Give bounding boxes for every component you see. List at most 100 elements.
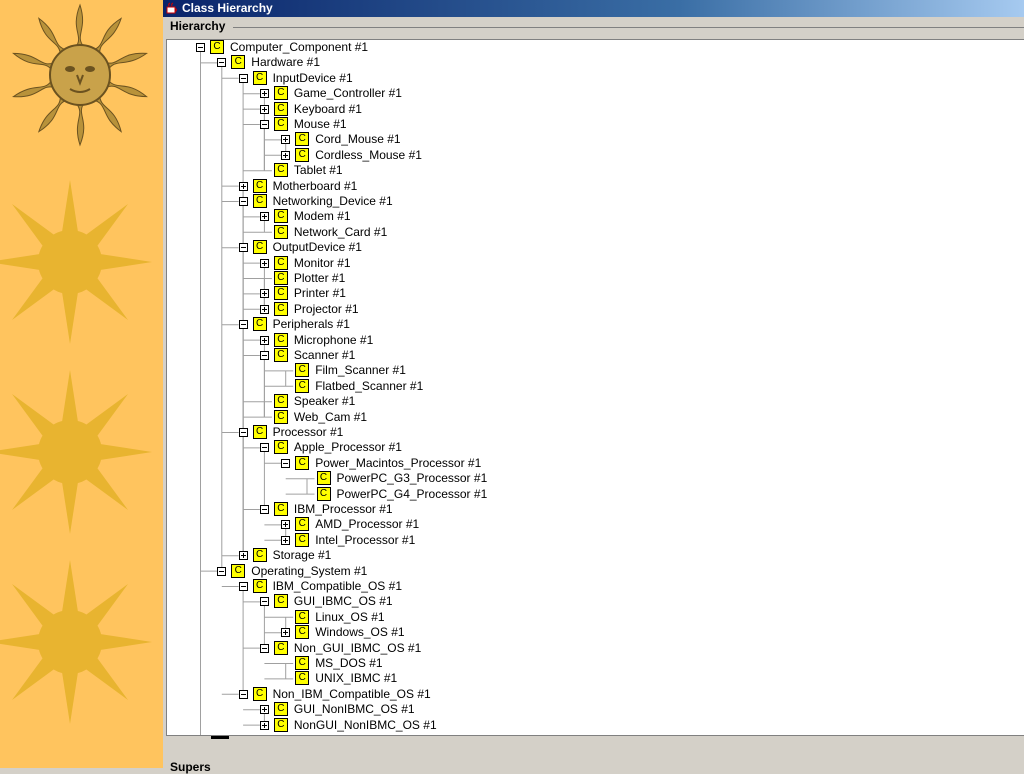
tree-node-label[interactable]: Keyboard #1 bbox=[293, 101, 362, 116]
tree-node-label[interactable]: Storage #1 bbox=[272, 548, 332, 563]
tree-node-label[interactable]: Plotter #1 bbox=[293, 271, 346, 285]
tree-node-label[interactable]: OutputDevice #1 bbox=[272, 240, 362, 255]
tree-node-label[interactable]: Non_GUI_IBMC_OS #1 bbox=[293, 640, 422, 655]
expand-toggle-icon[interactable] bbox=[259, 304, 269, 314]
tree-node-label[interactable]: InputDevice #1 bbox=[272, 70, 353, 85]
collapse-toggle-icon[interactable] bbox=[217, 58, 227, 68]
tree-node-label[interactable]: Computer_Component #1 bbox=[230, 40, 369, 54]
tree-node-label[interactable]: Tablet #1 bbox=[293, 163, 343, 178]
tree-node-label[interactable]: Flatbed_Scanner #1 bbox=[315, 378, 424, 393]
tree-node-label[interactable]: Network_Card #1 bbox=[293, 224, 388, 239]
tree-node-label[interactable]: Printer #1 bbox=[293, 286, 346, 301]
expand-toggle-icon[interactable] bbox=[259, 89, 269, 99]
tree-node-label[interactable]: Non_IBM_Compatible_OS #1 bbox=[272, 686, 431, 701]
expand-toggle-icon[interactable] bbox=[259, 335, 269, 345]
expand-toggle-icon[interactable] bbox=[259, 705, 269, 715]
expand-toggle-icon[interactable] bbox=[259, 720, 269, 730]
collapse-toggle-icon[interactable] bbox=[238, 428, 248, 437]
tree-node-label[interactable]: Speaker #1 bbox=[293, 394, 356, 409]
tree-node-label[interactable]: Motherboard #1 bbox=[272, 178, 358, 193]
tree-node-label[interactable]: Apple_Processor #1 bbox=[293, 440, 402, 455]
tree-node-label[interactable]: Networking_Device #1 bbox=[272, 194, 393, 208]
tree-node-label[interactable]: AMD_Processor #1 bbox=[315, 517, 420, 532]
tree-node-label[interactable]: Operating_System #1 bbox=[251, 563, 368, 578]
tree-node-label[interactable]: Modem #1 bbox=[293, 209, 351, 224]
tree-node-label[interactable]: Hardware #1 bbox=[251, 55, 320, 70]
tree-node-label[interactable]: GUI_IBMC_OS #1 bbox=[293, 594, 393, 609]
tree-node-label[interactable]: PowerPC_G3_Processor #1 bbox=[336, 471, 488, 486]
tree-node-label[interactable]: UNIX_IBMC #1 bbox=[315, 671, 398, 686]
tree-node-label[interactable]: IBM_Processor #1 bbox=[293, 502, 393, 516]
expand-toggle-icon[interactable] bbox=[259, 289, 269, 299]
tree-node-label[interactable]: Linux_OS #1 bbox=[315, 609, 385, 624]
collapse-toggle-icon[interactable] bbox=[217, 566, 227, 576]
collapse-toggle-icon[interactable] bbox=[259, 597, 269, 607]
expand-toggle-icon[interactable] bbox=[281, 628, 291, 638]
collapse-toggle-icon[interactable] bbox=[259, 443, 269, 453]
expand-toggle-icon[interactable] bbox=[238, 181, 248, 191]
tree-node-label[interactable]: Mouse #1 bbox=[293, 117, 347, 131]
tree-node-label[interactable]: Cord_Mouse #1 bbox=[315, 132, 401, 147]
tree-node-label[interactable]: Projector #1 bbox=[293, 301, 359, 316]
collapse-toggle-icon[interactable] bbox=[259, 120, 269, 129]
tree-node-label[interactable]: Game_Controller #1 bbox=[293, 86, 402, 101]
expand-toggle-icon[interactable] bbox=[259, 212, 269, 222]
tree-node-label[interactable]: Microphone #1 bbox=[293, 332, 374, 347]
tree-node-label[interactable]: Peripherals #1 bbox=[272, 317, 350, 332]
collapse-toggle-icon[interactable] bbox=[281, 458, 291, 468]
scrollbar-thumb[interactable] bbox=[211, 736, 229, 739]
tree-node-label[interactable]: Web_Cam #1 bbox=[293, 409, 368, 424]
collapse-toggle-icon[interactable] bbox=[196, 43, 205, 52]
tree-node-label[interactable]: IBM_Compatible_OS #1 bbox=[272, 579, 402, 593]
expand-toggle-icon[interactable] bbox=[281, 150, 291, 160]
collapse-toggle-icon[interactable] bbox=[238, 320, 248, 330]
collapse-toggle-icon[interactable] bbox=[238, 197, 248, 206]
collapse-toggle-icon[interactable] bbox=[259, 643, 269, 653]
expand-toggle-icon[interactable] bbox=[281, 520, 291, 530]
tree-node-label[interactable]: Processor #1 bbox=[272, 425, 344, 439]
tree-node-label[interactable]: PowerPC_G4_Processor #1 bbox=[336, 486, 488, 501]
collapse-toggle-icon[interactable] bbox=[238, 243, 248, 253]
tree-node-label[interactable]: GUI_NonIBMC_OS #1 bbox=[293, 702, 415, 717]
tree-node-label[interactable]: Cordless_Mouse #1 bbox=[315, 147, 422, 162]
collapse-toggle-icon[interactable] bbox=[259, 351, 269, 360]
title-bar[interactable]: Class Hierarchy bbox=[163, 0, 1024, 17]
tree-node-label[interactable]: Windows_OS #1 bbox=[315, 625, 405, 640]
